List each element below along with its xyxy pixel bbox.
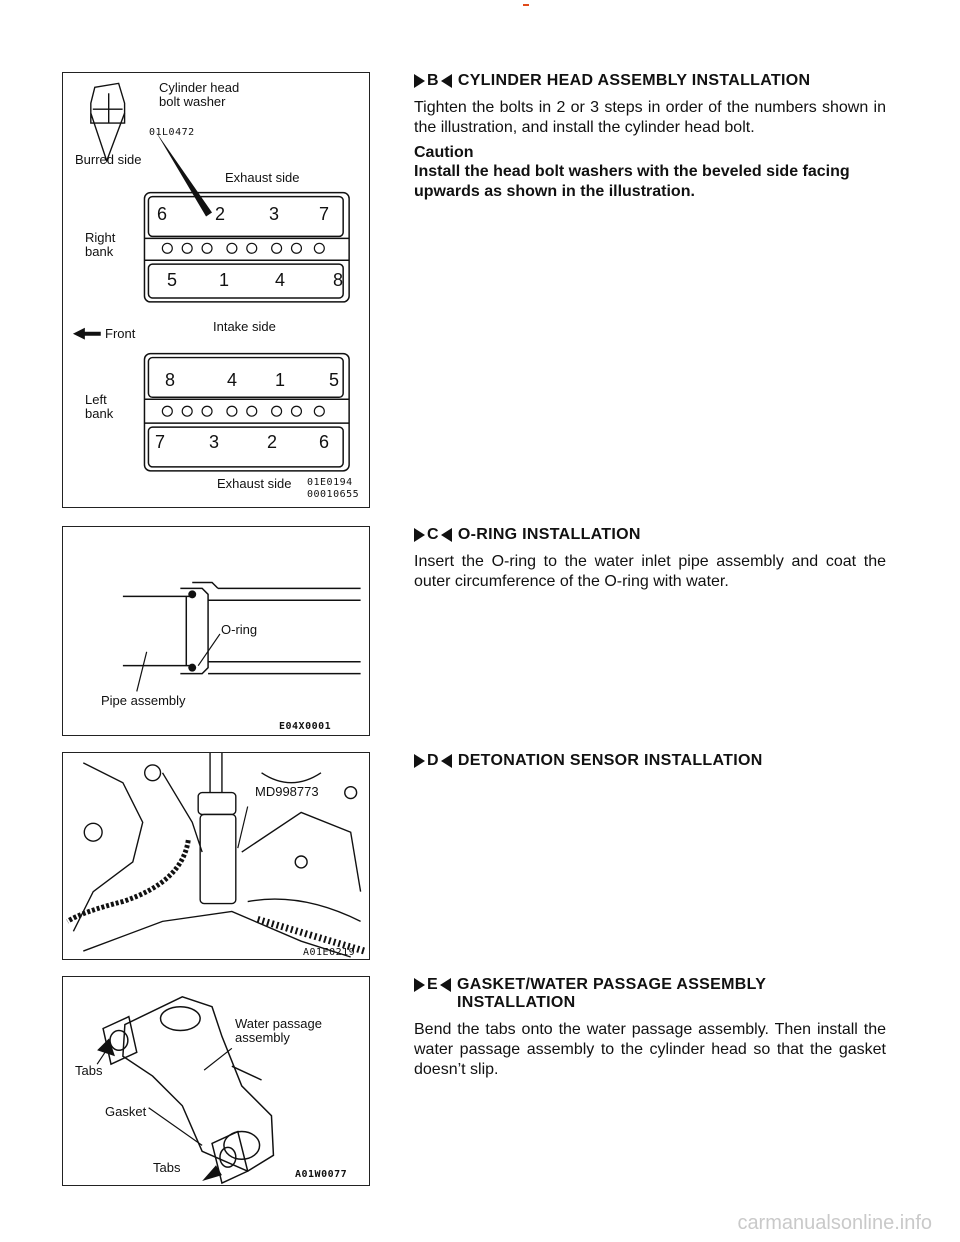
section-e: E GASKET/WATER PASSAGE ASSEMBLY INSTALLA… xyxy=(414,976,886,1080)
bolt-number: 5 xyxy=(329,370,340,390)
bolt-number: 4 xyxy=(275,270,286,290)
section-c: C O-RING INSTALLATION Insert the O-ring … xyxy=(414,526,886,592)
triangle-left-icon xyxy=(440,528,452,542)
bolt-number: 8 xyxy=(333,270,344,290)
bolt-number: 2 xyxy=(267,432,278,452)
figure-code: E04X0001 xyxy=(279,721,332,732)
section-d: D DETONATION SENSOR INSTALLATION xyxy=(414,752,886,778)
tabs-label: Tabs xyxy=(75,1063,103,1078)
triangle-left-icon xyxy=(440,754,452,768)
figure-detonation-sensor: MD998773 A01E0219 xyxy=(62,752,370,960)
triangle-right-icon xyxy=(414,74,425,88)
burred-side-label: Burred side xyxy=(75,152,142,167)
figure-code: 00010655 xyxy=(307,489,360,500)
pipe-assembly-label: Pipe assembly xyxy=(101,693,186,708)
cylinder-head-illustration xyxy=(72,82,350,472)
detonation-sensor-illustration xyxy=(66,753,366,958)
triangle-right-icon xyxy=(414,754,425,768)
section-heading: C O-RING INSTALLATION xyxy=(414,526,886,544)
water-passage-label: Water passage assembly xyxy=(235,1016,322,1045)
section-heading: E GASKET/WATER PASSAGE ASSEMBLY INSTALLA… xyxy=(414,976,886,1012)
o-ring-illustration xyxy=(122,581,361,692)
triangle-left-icon xyxy=(440,74,452,88)
section-title: O-RING INSTALLATION xyxy=(457,526,641,543)
front-arrow-icon xyxy=(72,327,101,340)
figure-code: A01E0219 xyxy=(303,947,356,958)
bolt-number: 1 xyxy=(275,370,286,390)
figure-code: 01E0194 xyxy=(307,477,353,488)
section-body: Insert the O-ring to the water inlet pip… xyxy=(414,553,886,590)
section-letter: B xyxy=(427,72,439,89)
water-passage-illustration xyxy=(96,996,275,1185)
section-body: Bend the tabs onto the water passage ass… xyxy=(414,1021,886,1078)
top-mark xyxy=(523,4,529,6)
bolt-number: 3 xyxy=(269,204,280,224)
exhaust-side-label-bottom: Exhaust side xyxy=(217,476,292,491)
section-heading: D DETONATION SENSOR INSTALLATION xyxy=(414,752,886,770)
section-title: DETONATION SENSOR INSTALLATION xyxy=(457,752,763,769)
triangle-left-icon xyxy=(439,978,451,992)
section-body: Tighten the bolts in 2 or 3 steps in ord… xyxy=(414,99,886,136)
o-ring-label: O-ring xyxy=(221,622,258,637)
left-bank-label: Left bank xyxy=(85,392,114,421)
exhaust-side-label: Exhaust side xyxy=(225,170,300,185)
gasket-label: Gasket xyxy=(105,1104,147,1119)
bolt-number: 6 xyxy=(157,204,168,224)
section-title: CYLINDER HEAD ASSEMBLY INSTALLATION xyxy=(457,72,811,89)
bolt-number: 5 xyxy=(167,270,178,290)
section-letter: E xyxy=(427,976,438,993)
triangle-right-icon xyxy=(414,528,425,542)
section-letter: D xyxy=(427,752,439,769)
bolt-number: 4 xyxy=(227,370,238,390)
front-label: Front xyxy=(105,326,136,341)
tool-label: MD998773 xyxy=(255,784,319,799)
section-title: GASKET/WATER PASSAGE ASSEMBLY INSTALLATI… xyxy=(456,976,766,1011)
bolt-number: 2 xyxy=(215,204,226,224)
tabs-label: Tabs xyxy=(153,1160,181,1175)
watermark[interactable]: carmanualsonline.info xyxy=(737,1212,932,1234)
pointer-arrow xyxy=(155,131,213,217)
figure-code: A01W0077 xyxy=(295,1169,348,1180)
caution-title: Caution xyxy=(414,144,474,161)
figure-o-ring: O-ring Pipe assembly E04X0001 xyxy=(62,526,370,736)
section-heading: B CYLINDER HEAD ASSEMBLY INSTALLATION xyxy=(414,72,886,90)
intake-side-label: Intake side xyxy=(213,319,276,334)
caution-body: Install the head bolt washers with the b… xyxy=(414,163,850,200)
section-letter: C xyxy=(427,526,439,543)
bolt-number: 7 xyxy=(155,432,166,452)
bolt-number: 1 xyxy=(219,270,230,290)
washer-label: Cylinder head bolt washer xyxy=(159,80,240,109)
triangle-right-icon xyxy=(414,978,425,992)
figure-code: 01L0472 xyxy=(149,127,195,138)
bolt-number: 3 xyxy=(209,432,220,452)
right-bank-label: Right bank xyxy=(85,230,116,259)
bolt-number: 7 xyxy=(319,204,330,224)
section-b: B CYLINDER HEAD ASSEMBLY INSTALLATION Ti… xyxy=(414,72,886,202)
figure-water-passage: Water passage assembly Tabs Gasket Tabs … xyxy=(62,976,370,1186)
figure-cylinder-head-bolts: Cylinder head bolt washer 01L0472 Burred… xyxy=(62,72,370,508)
bolt-number: 6 xyxy=(319,432,330,452)
bolt-number: 8 xyxy=(165,370,176,390)
